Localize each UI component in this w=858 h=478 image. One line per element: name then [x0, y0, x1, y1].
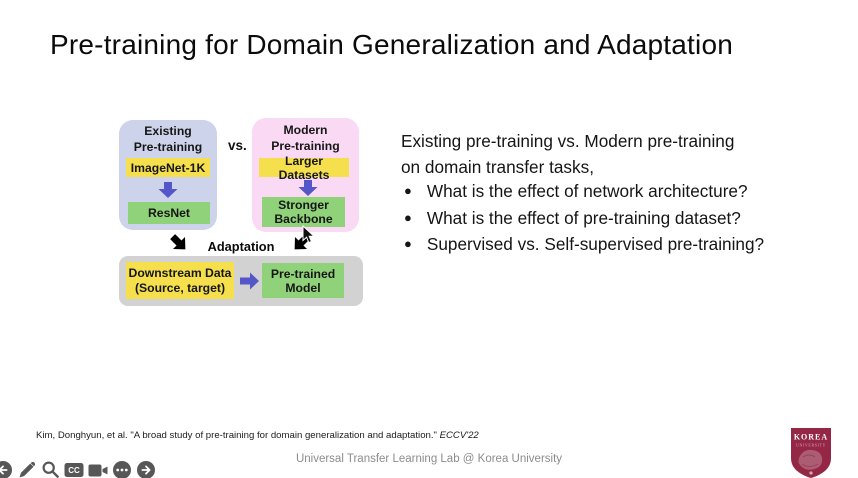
list-item: ● What is the effect of network architec…: [404, 181, 764, 203]
pretrained-model-chip: Pre-trained Model: [262, 263, 344, 298]
closed-captions-icon[interactable]: CC: [64, 460, 84, 478]
bullet-icon: ●: [404, 183, 412, 198]
downstream-data-chip: Downstream Data (Source, target): [126, 262, 234, 299]
resnet-chip: ResNet: [128, 202, 210, 224]
zoom-icon[interactable]: [41, 460, 61, 478]
logo-korea-text: KOREA: [794, 433, 828, 442]
footer-lab-label: Universal Transfer Learning Lab @ Korea …: [295, 453, 563, 465]
bullet-text: What is the effect of pre-training datas…: [426, 207, 741, 228]
back-icon[interactable]: [0, 460, 13, 478]
vs-label: vs.: [228, 138, 247, 153]
down-arrow-icon: [158, 182, 178, 198]
bullet-text: What is the effect of network architectu…: [426, 181, 748, 201]
list-item: ● What is the effect of pre-training dat…: [404, 208, 764, 230]
slide-title: Pre-training for Domain Generalization a…: [50, 29, 733, 60]
stronger-backbone-chip: Stronger Backbone: [262, 197, 345, 227]
logo-university-text: UNIVERSITY: [796, 443, 826, 448]
intro-text: Existing pre-training vs. Modern pre-tra…: [401, 131, 735, 177]
bullet-text: Supervised vs. Self-supervised pre-train…: [426, 234, 765, 254]
mouse-cursor: [302, 225, 315, 244]
captions-label: CC: [68, 466, 80, 475]
more-icon[interactable]: [112, 460, 132, 478]
bullet-icon: ●: [404, 236, 412, 251]
camera-icon[interactable]: [88, 460, 109, 478]
citation-text: Kim, Donghyun, et al. "A broad study of …: [36, 430, 440, 441]
list-item: ● Supervised vs. Self-supervised pre-tra…: [404, 234, 764, 256]
imagenet-1k-chip: ImageNet-1K: [126, 158, 210, 177]
larger-datasets-chip: Larger Datasets: [259, 154, 349, 182]
existing-pretraining-title: Existing Pre-training: [133, 124, 203, 154]
citation: Kim, Donghyun, et al. "A broad study of …: [36, 430, 479, 441]
adaptation-arrow-left-icon: [170, 234, 186, 250]
question-list: ● What is the effect of network architec…: [404, 181, 764, 261]
bullet-icon: ●: [404, 209, 412, 225]
next-icon[interactable]: [136, 460, 156, 478]
modern-pretraining-title: Modern Pre-training: [271, 123, 340, 153]
pen-icon[interactable]: [17, 460, 37, 478]
down-arrow-icon: [298, 180, 318, 196]
korea-university-logo: KOREA UNIVERSITY: [791, 428, 831, 478]
citation-venue: ECCV'22: [439, 430, 479, 441]
right-arrow-icon: [240, 272, 259, 290]
